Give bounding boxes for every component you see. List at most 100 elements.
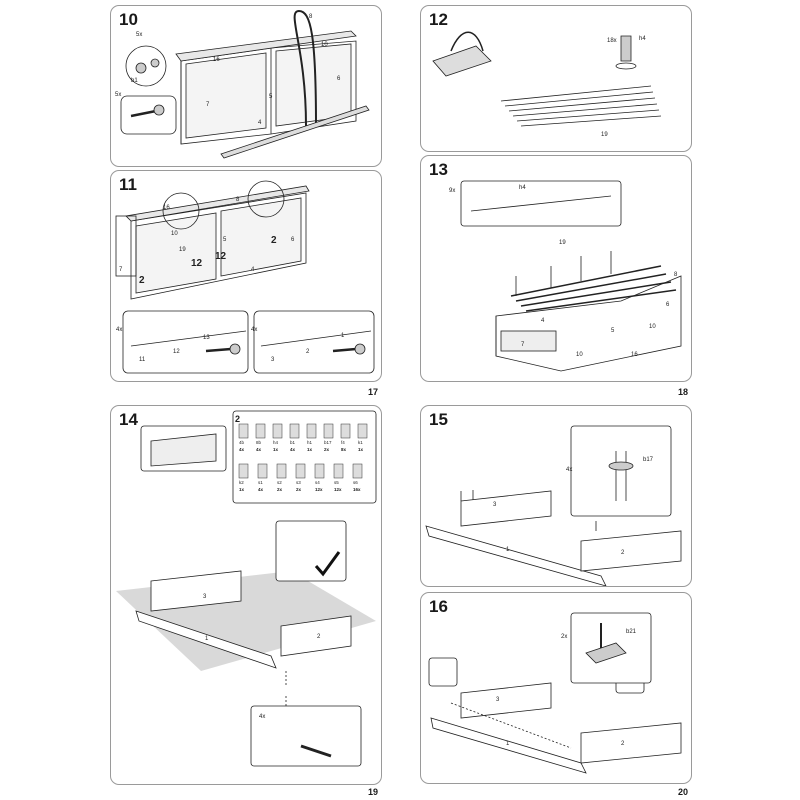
part-callout: 2 <box>621 550 625 556</box>
qty-label: 5x <box>136 32 142 38</box>
qty-label: 4x <box>116 327 122 333</box>
part-icon <box>238 463 249 479</box>
detail-box-left <box>122 310 249 374</box>
step-number: 15 <box>429 410 448 429</box>
part-callout: 2 <box>317 634 321 640</box>
part-callout: 3 <box>493 502 497 508</box>
step-16-illustration: 2x 3 2 1 b21 <box>428 612 682 774</box>
page-number: 20 <box>678 787 689 797</box>
part-icon <box>352 463 363 479</box>
part-code: s3 <box>296 480 301 485</box>
part-callout: 13 <box>203 335 210 341</box>
step-number: 13 <box>429 160 448 179</box>
part-qty: 2x <box>324 447 330 452</box>
step-11-panel: 11 16 10 8 19 12 12 2 2 5 6 7 4 <box>110 170 382 382</box>
part-code: s4 <box>315 480 320 485</box>
qty-label: 18x <box>607 38 617 44</box>
part-icon <box>306 423 317 439</box>
part-icon <box>276 463 287 479</box>
parts-callout: 2 <box>235 414 240 424</box>
part-qty: 4x <box>290 447 296 452</box>
page-number: 18 <box>678 387 689 397</box>
step-number: 11 <box>119 175 137 194</box>
part-code: h1 <box>307 440 313 445</box>
step-13-illustration: 9x 19 8 4 5 6 7 10 10 16 h4 <box>449 180 682 372</box>
step-number: 12 <box>429 10 448 29</box>
part-icon <box>323 423 334 439</box>
qty-label: 4x <box>259 714 265 720</box>
part-qty: 4x <box>239 447 245 452</box>
part-callout: 10 <box>649 324 656 330</box>
part-callout: 10 <box>321 42 328 48</box>
part-callout: 19 <box>601 132 608 138</box>
part-qty: 12x <box>315 487 323 492</box>
detail-dowel-box <box>120 95 177 135</box>
part-callout: 7 <box>206 102 210 108</box>
part-callout: 6 <box>666 302 670 308</box>
part-callout: 1 <box>205 636 209 642</box>
part-code: s2 <box>277 480 282 485</box>
part-callout: 3 <box>496 697 500 703</box>
step-15-illustration: 4x 3 2 1 b17 <box>425 425 682 586</box>
step-13-panel: 13 9x 19 8 4 5 6 7 10 10 16 h4 <box>420 155 692 382</box>
part-qty: 4x <box>256 447 262 452</box>
part-code: b1 <box>131 78 138 84</box>
part-code: f4 <box>341 440 345 445</box>
step-15-panel: 15 4x 3 2 1 b17 <box>420 405 692 587</box>
part-callout: 2 <box>271 235 277 246</box>
part-callout: 4 <box>251 267 255 273</box>
step-number: 16 <box>429 597 448 616</box>
part-callout: 4 <box>541 318 545 324</box>
part-callout: 16 <box>163 205 170 211</box>
part-icon <box>272 423 283 439</box>
parts-list-box <box>232 410 377 504</box>
part-icon <box>295 463 306 479</box>
part-callout: 5 <box>269 94 273 100</box>
step-10-illustration: 5x 5x 7 4 5 6 8 16 10 b1 <box>115 9 370 159</box>
part-code: h4 <box>519 185 526 191</box>
part-callout: 5 <box>611 328 615 334</box>
part-code: 4b <box>239 440 245 445</box>
part-qty: 4x <box>258 487 264 492</box>
part-callout: 10 <box>576 352 583 358</box>
detail-approved-box <box>275 520 347 582</box>
detail-dowel-box <box>250 705 362 767</box>
part-qty: 8x <box>341 447 347 452</box>
step-number: 14 <box>119 410 138 429</box>
step-16-panel: 16 2x 3 2 1 b21 <box>420 592 692 784</box>
part-icon <box>257 463 268 479</box>
part-code: b17 <box>643 457 654 463</box>
part-code: s6 <box>353 480 358 485</box>
part-callout: 11 <box>139 357 146 363</box>
part-callout: 8 <box>674 272 678 278</box>
part-callout: 4 <box>258 120 262 126</box>
checkmark-icon <box>314 551 341 577</box>
part-callout: 2 <box>621 741 625 747</box>
part-qty: 12x <box>334 487 342 492</box>
part-icon <box>289 423 300 439</box>
part-callout: 7 <box>521 342 525 348</box>
part-callout: 1 <box>506 741 510 747</box>
part-qty: 1x <box>273 447 279 452</box>
part-callout: 12 <box>173 349 180 355</box>
part-qty: 1x <box>239 487 245 492</box>
part-code: k2 <box>239 480 244 485</box>
part-callout: 2 <box>306 349 310 355</box>
part-qty: 1x <box>307 447 313 452</box>
detail-screw-box <box>570 425 672 517</box>
part-icon <box>255 423 266 439</box>
step-10-panel: 10 5x 5x 7 4 5 6 8 16 <box>110 5 382 167</box>
part-code: h4 <box>639 36 646 42</box>
part-qty: 1x <box>358 447 364 452</box>
part-callout: 12 <box>215 251 227 262</box>
step-number: 10 <box>119 10 138 29</box>
part-callout: 1 <box>341 333 345 339</box>
part-callout: 12 <box>191 258 203 269</box>
part-icon <box>238 423 249 439</box>
part-qty: 2x <box>277 487 283 492</box>
part-icon <box>314 463 325 479</box>
part-callout: 16 <box>213 57 220 63</box>
part-icon <box>357 423 368 439</box>
qty-label: 4x <box>251 327 257 333</box>
